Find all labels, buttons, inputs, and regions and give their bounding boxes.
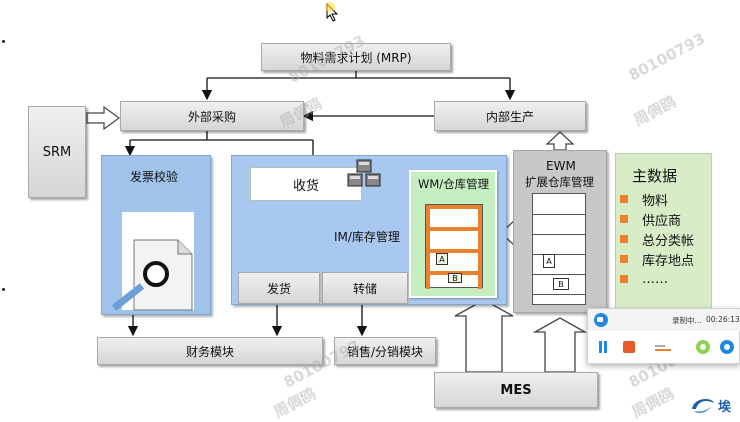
cursor-highlight (325, 2, 335, 12)
transfer-label: 转储 (352, 281, 377, 296)
receipt-label: 收货 (292, 178, 319, 194)
edge-dot (2, 288, 5, 291)
ewm-panel: EWM 扩展仓库管理 A B (513, 150, 607, 313)
ewm-subtitle: 扩展仓库管理 (525, 175, 594, 189)
pause-icon (599, 341, 607, 353)
stop-button[interactable] (618, 336, 640, 358)
sales-box: 销售/分销模块 (334, 337, 436, 365)
master-data-item: …… (620, 269, 694, 289)
wm-box-b: B (448, 273, 462, 283)
internal-production-box: 内部生产 (434, 101, 586, 131)
transfer-box: 转储 (322, 272, 408, 304)
issue-box: 发货 (238, 272, 320, 304)
settings-button[interactable] (716, 336, 738, 358)
mes-to-ewm-arrow (532, 317, 588, 373)
master-data-panel: 主数据 物料 供应商 总分类帐 库存地点 …… (615, 153, 712, 313)
master-data-item: 物料 (620, 189, 694, 209)
camera-button[interactable] (692, 336, 714, 358)
ewm-box-b: B (553, 278, 569, 290)
ewm-title: EWM (546, 159, 576, 173)
srm-box: SRM (28, 106, 86, 198)
gear-icon (720, 340, 734, 354)
invoice-check-panel: 发票校验 (101, 155, 211, 315)
finance-box: 财务模块 (97, 337, 323, 365)
sales-label: 销售/分销模块 (346, 344, 424, 359)
more-icon (655, 345, 671, 351)
wm-box-a: A (436, 253, 448, 265)
srm-label: SRM (42, 144, 72, 160)
ewm-shelf-icon: A B (532, 193, 586, 305)
dots-button[interactable] (652, 336, 674, 358)
issue-label: 发货 (266, 281, 291, 296)
mes-label: MES (500, 382, 532, 398)
srm-arrow (86, 105, 121, 131)
corner-logo: 埃 (688, 393, 740, 417)
wm-shelf-icon: A B (425, 204, 483, 289)
mrp-box: 物料需求计划 (MRP) (261, 43, 451, 71)
mrp-label: 物料需求计划 (MRP) (300, 50, 412, 65)
corner-logo-text: 埃 (718, 399, 732, 415)
master-data-item: 库存地点 (620, 249, 694, 269)
mrp-connector (201, 71, 516, 101)
pause-button[interactable] (592, 336, 614, 358)
external-purchase-label: 外部采购 (187, 109, 236, 124)
ewm-to-internal-arrow (545, 131, 575, 151)
mes-to-wm-arrow (454, 299, 514, 373)
camera-icon (696, 340, 710, 354)
invoice-magnifier-icon (112, 239, 193, 311)
wm-panel: WM/仓库管理 A B (409, 170, 497, 298)
internal-production-label: 内部生产 (485, 109, 534, 124)
recorder-time: 00:26:13 (706, 315, 740, 324)
edge-dot (2, 40, 5, 43)
recorder-logo-icon (594, 313, 608, 327)
receipt-box: 收货 (250, 167, 362, 201)
external-purchase-box: 外部采购 (120, 101, 304, 131)
boxes-stack-icon (347, 159, 381, 187)
recorder-widget[interactable]: 录制中... 00:26:13 (587, 308, 740, 364)
recorder-status: 录制中... (672, 316, 702, 325)
master-data-item: 总分类帐 (620, 229, 694, 249)
wm-label: WM/仓库管理 (418, 177, 490, 191)
master-data-list: 物料 供应商 总分类帐 库存地点 …… (620, 189, 694, 289)
stop-icon (623, 341, 635, 353)
master-data-item: 供应商 (620, 209, 694, 229)
master-data-title: 主数据 (632, 167, 678, 185)
finance-label: 财务模块 (185, 344, 234, 359)
invoice-check-label: 发票校验 (130, 170, 179, 184)
mes-box: MES (434, 372, 598, 408)
logo-swirl-icon (692, 399, 714, 413)
ewm-box-a: A (543, 254, 555, 268)
recorder-header (588, 309, 740, 331)
im-label: IM/库存管理 (334, 230, 400, 244)
